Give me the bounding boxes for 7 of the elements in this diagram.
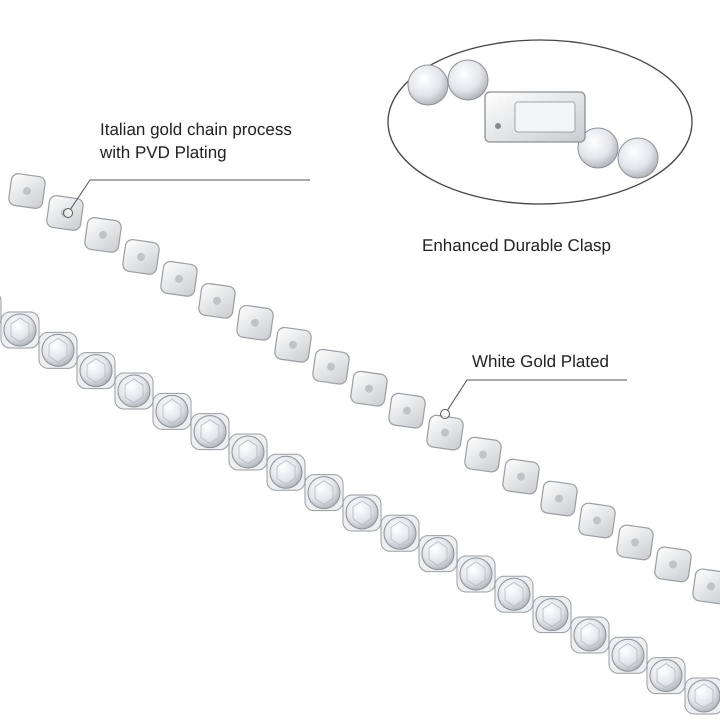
leader-end-marker bbox=[63, 208, 73, 218]
leader-end-marker bbox=[440, 409, 450, 419]
leader-line bbox=[70, 180, 310, 210]
leader-line bbox=[447, 380, 628, 410]
inset-caption: Enhanced Durable Clasp bbox=[422, 235, 612, 257]
callout-text: White Gold Plated bbox=[472, 351, 610, 373]
callout-text: Italian gold chain process with PVD Plating bbox=[100, 119, 293, 164]
